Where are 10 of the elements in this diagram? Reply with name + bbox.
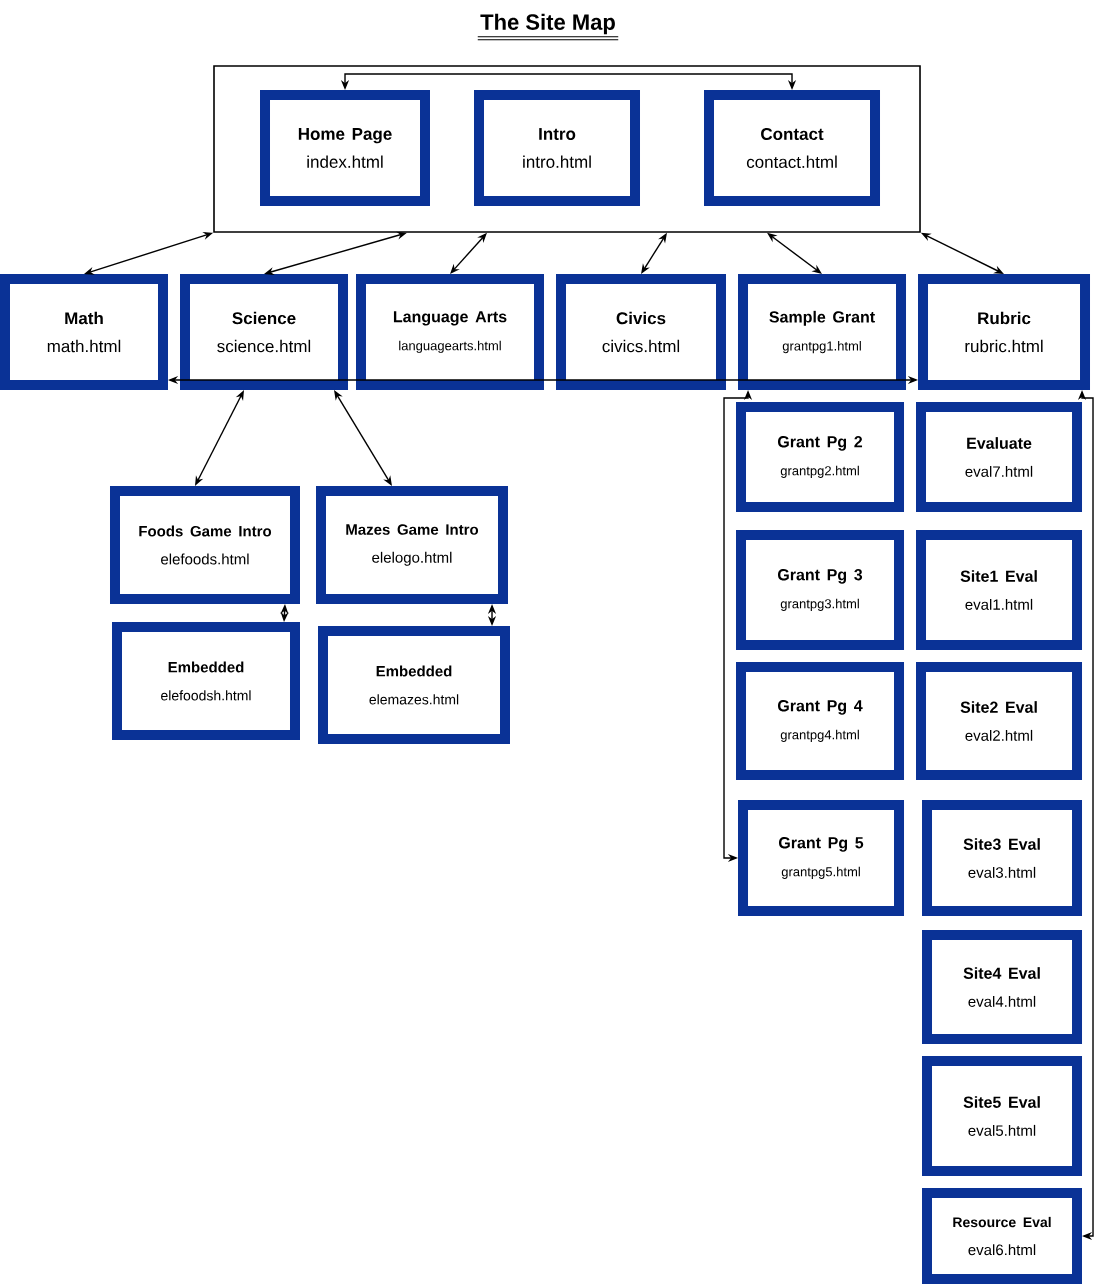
- page-box: Home Page index.html: [260, 90, 430, 206]
- page-box: Contact contact.html: [704, 90, 880, 206]
- page-box: Intro intro.html: [474, 90, 640, 206]
- group-frame: [213, 65, 921, 233]
- arrow: [334, 390, 392, 486]
- page-box: Civics civics.html: [556, 274, 726, 390]
- page-box: Science science.html: [180, 274, 348, 390]
- page-box: Rubric rubric.html: [918, 274, 1090, 390]
- page-box: Math math.html: [0, 274, 168, 390]
- title: The Site Map: [477, 13, 619, 41]
